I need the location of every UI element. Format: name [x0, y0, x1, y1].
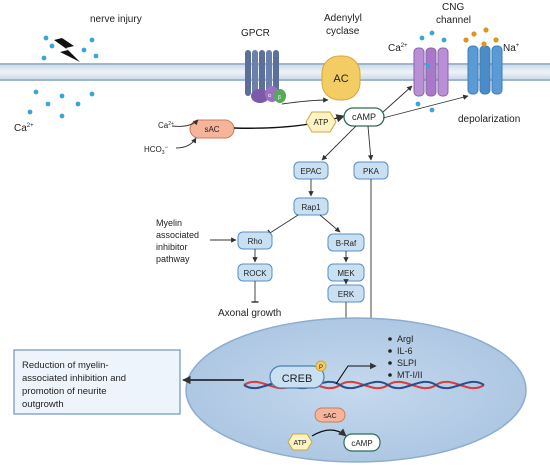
- svg-text:CREB: CREB: [282, 373, 313, 385]
- myelin-label-2: associated: [156, 230, 199, 240]
- cng-calcium-ions: [415, 30, 447, 113]
- bicarbonate-label: HCO3−: [144, 145, 169, 156]
- svg-text:Rap1: Rap1: [301, 203, 321, 212]
- svg-text:β: β: [278, 95, 281, 101]
- nuclear-atp-node: ATP: [287, 433, 313, 451]
- svg-text:cAMP: cAMP: [352, 112, 376, 122]
- svg-text:promotion of neurite: promotion of neurite: [22, 386, 107, 397]
- creb-node: CREB P: [269, 360, 327, 389]
- cng-channel-blue: [467, 45, 503, 95]
- svg-text:ATP: ATP: [293, 440, 306, 447]
- cng-label-1: CNG: [442, 2, 464, 13]
- target-gene-item: SLPI: [397, 358, 417, 368]
- svg-text:PKA: PKA: [363, 167, 380, 176]
- epac-node: EPAC: [293, 161, 329, 180]
- svg-text:MEK: MEK: [337, 269, 355, 278]
- depolarization-label: depolarization: [458, 114, 520, 125]
- cng-calcium-label: Ca2+: [388, 43, 408, 54]
- adenylyl-label-2: cyclase: [326, 26, 360, 37]
- adenylyl-label-1: Adenylyl: [324, 13, 362, 24]
- pka-node: PKA: [353, 161, 389, 180]
- svg-text:outgrowth: outgrowth: [22, 399, 64, 410]
- svg-text:sAC: sAC: [323, 413, 336, 420]
- target-gene-item: ArgI: [397, 334, 414, 344]
- myelin-label-4: pathway: [156, 254, 190, 264]
- gpcr-receptor: α β: [245, 50, 286, 103]
- target-gene-list: ArgI IL-6 SLPI MT-I/II: [388, 334, 423, 380]
- rock-node: ROCK: [237, 263, 273, 282]
- sac-node: sAC: [189, 119, 235, 139]
- adenylyl-cyclase: AC: [321, 55, 361, 101]
- lightning-icon: [54, 38, 80, 62]
- nucleus: [185, 317, 527, 463]
- calcium-ions-intracellular: [27, 89, 95, 119]
- nuclear-sac-node: sAC: [314, 407, 346, 423]
- svg-text:Rho: Rho: [248, 237, 263, 246]
- svg-text:ERK: ERK: [338, 290, 355, 299]
- outcome-box: Reduction of myelin- associated inhibiti…: [13, 349, 181, 415]
- svg-text:P: P: [319, 365, 323, 371]
- svg-text:ROCK: ROCK: [243, 269, 267, 278]
- svg-text:sAC: sAC: [204, 125, 219, 134]
- sodium-ions: [463, 27, 499, 47]
- target-gene-item: MT-I/II: [397, 370, 423, 380]
- svg-text:Reduction of myelin-: Reduction of myelin-: [22, 360, 109, 371]
- erk-node: ERK: [327, 284, 365, 303]
- sac-calcium-label: Ca2+: [158, 121, 174, 130]
- nerve-injury-label: nerve injury: [90, 14, 142, 25]
- svg-text:associated inhibition and: associated inhibition and: [22, 373, 126, 384]
- braf-node: B-Raf: [327, 233, 365, 252]
- svg-text:EPAC: EPAC: [300, 167, 321, 176]
- gpcr-label: GPCR: [241, 28, 270, 39]
- calcium-label: Ca2+: [14, 123, 34, 134]
- myelin-label-1: Myelin: [156, 218, 182, 228]
- axonal-growth-label: Axonal growth: [218, 308, 281, 319]
- myelin-label-3: inhibitor: [156, 242, 188, 252]
- rho-node: Rho: [237, 231, 273, 250]
- nuclear-camp-node: cAMP: [343, 433, 381, 452]
- svg-text:ATP: ATP: [314, 118, 329, 127]
- svg-text:B-Raf: B-Raf: [336, 239, 357, 248]
- mek-node: MEK: [327, 263, 365, 282]
- svg-text:cAMP: cAMP: [351, 439, 372, 448]
- sodium-label: Na+: [503, 43, 520, 54]
- target-gene-item: IL-6: [397, 346, 413, 356]
- svg-text:α: α: [268, 93, 271, 99]
- calcium-ions-extracellular: [41, 35, 99, 61]
- camp-node: cAMP: [343, 107, 385, 127]
- cng-channel-purple: [413, 47, 449, 97]
- rap1-node: Rap1: [293, 197, 329, 216]
- svg-text:AC: AC: [333, 73, 348, 85]
- cng-label-2: channel: [436, 15, 471, 26]
- atp-node: ATP: [305, 111, 337, 133]
